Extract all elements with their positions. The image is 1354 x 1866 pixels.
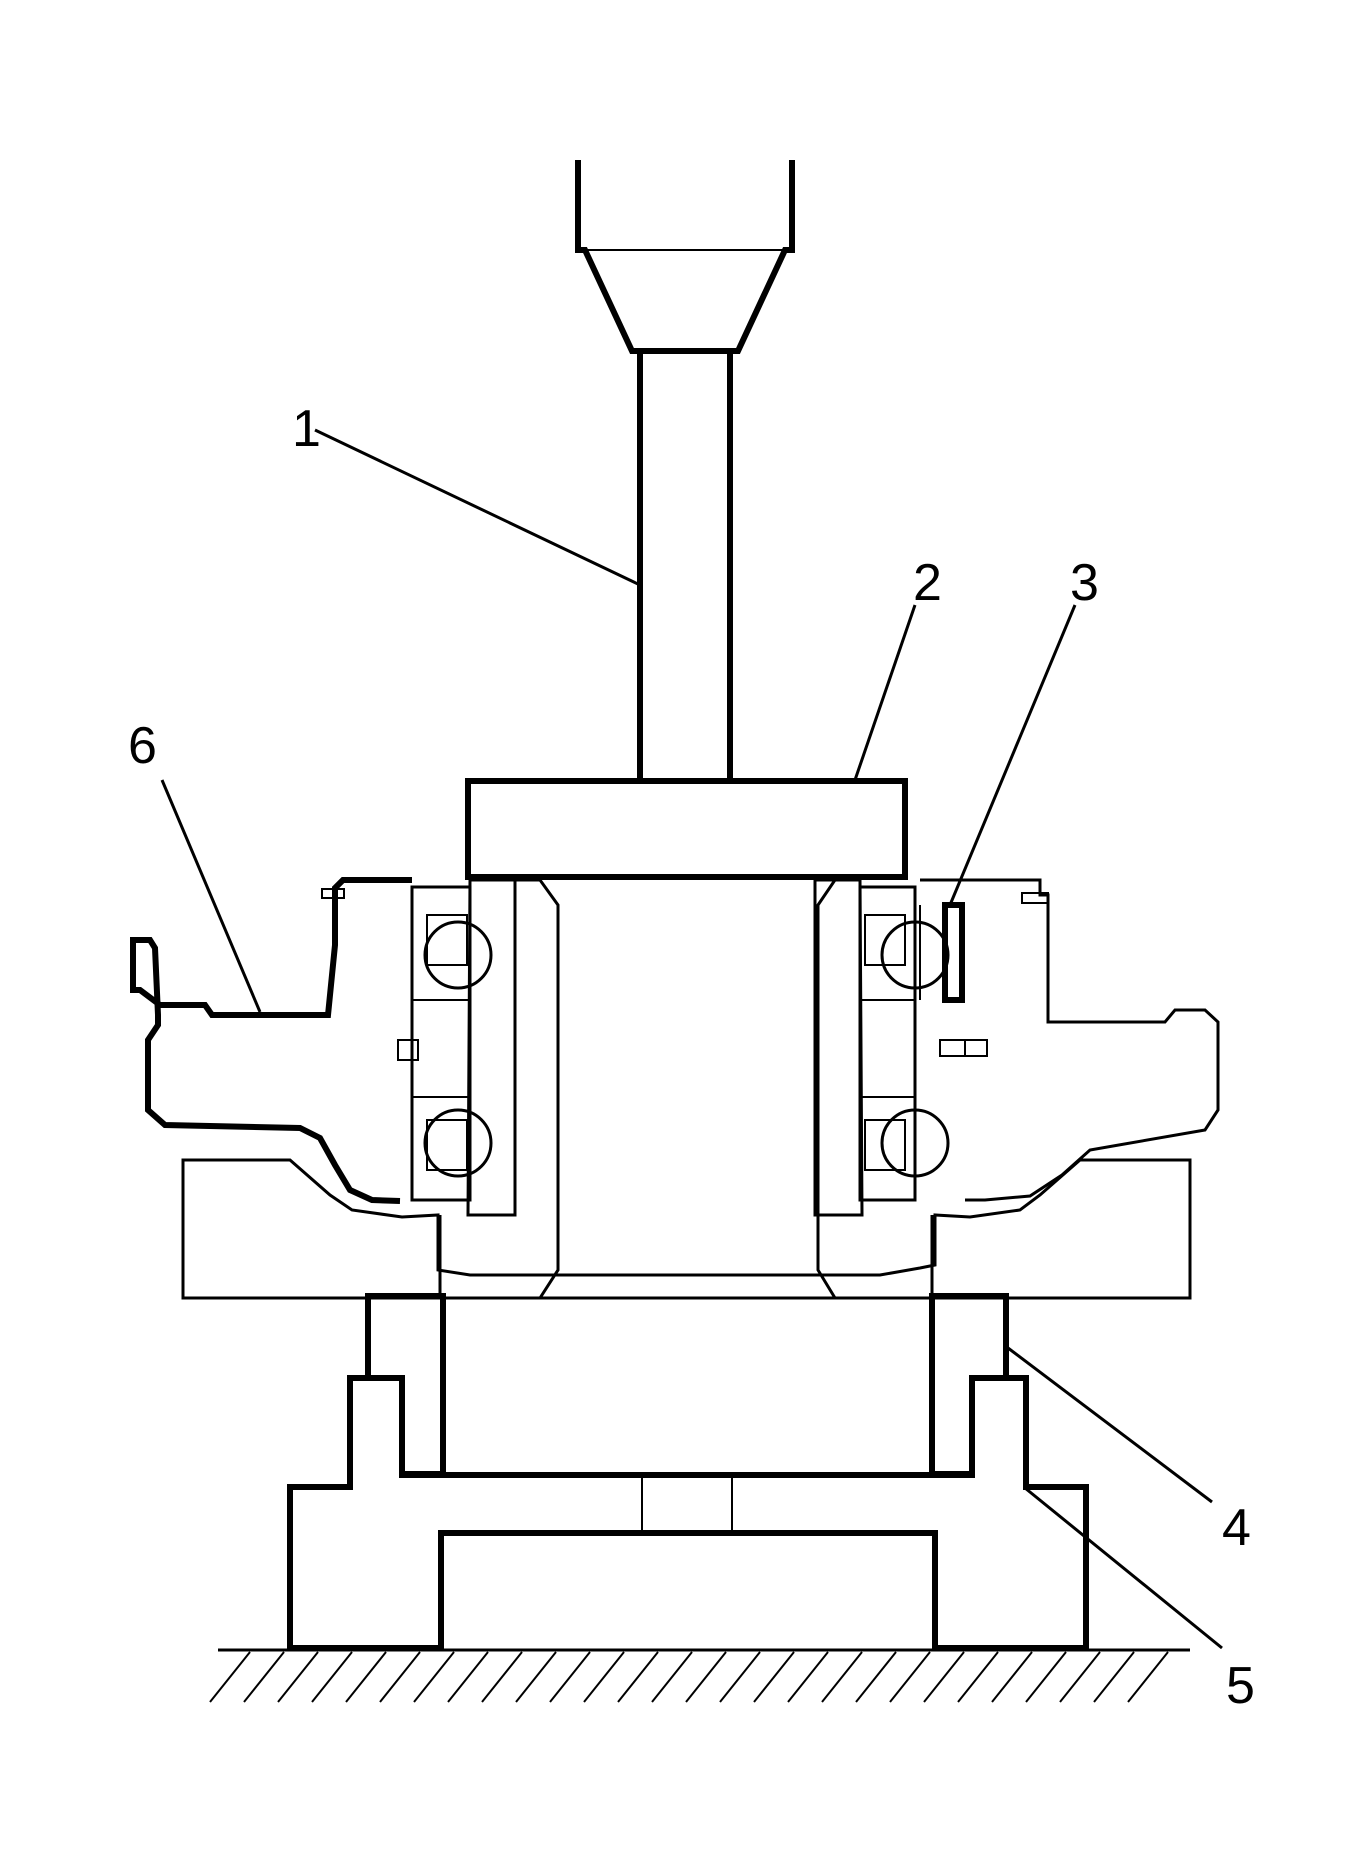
callout-4: 4 bbox=[1222, 1499, 1251, 1557]
hatch-line bbox=[345, 1651, 387, 1703]
leader-line-6 bbox=[160, 779, 262, 1013]
hatch-line bbox=[277, 1651, 319, 1703]
hatch-line bbox=[447, 1651, 489, 1703]
hatch-line bbox=[379, 1651, 421, 1703]
hatch-line bbox=[719, 1651, 761, 1703]
leader-line-5 bbox=[1024, 1486, 1223, 1650]
hatch-line bbox=[1025, 1651, 1067, 1703]
hatch-line bbox=[1127, 1651, 1169, 1703]
callout-1: 1 bbox=[292, 400, 321, 458]
hatch-line bbox=[821, 1651, 863, 1703]
callout-5: 5 bbox=[1226, 1657, 1255, 1715]
hatch-line bbox=[957, 1651, 999, 1703]
hatch-line bbox=[889, 1651, 931, 1703]
leader-line-2 bbox=[853, 604, 917, 781]
snap-ring bbox=[942, 902, 965, 1003]
hatch-line bbox=[651, 1651, 693, 1703]
hatch-line bbox=[855, 1651, 897, 1703]
base-support bbox=[287, 1375, 1089, 1651]
hatch-line bbox=[413, 1651, 455, 1703]
hatch-line bbox=[549, 1651, 591, 1703]
ground-hatch bbox=[209, 1648, 1190, 1703]
hatch-line bbox=[1093, 1651, 1135, 1703]
hub-flange bbox=[130, 877, 412, 1204]
callout-3: 3 bbox=[1070, 554, 1099, 612]
hatch-line bbox=[583, 1651, 625, 1703]
hatch-line bbox=[923, 1651, 965, 1703]
support-sleeve-left bbox=[365, 1293, 446, 1477]
knuckle-housing bbox=[181, 878, 1220, 1300]
callout-2: 2 bbox=[913, 554, 942, 612]
hatch-line bbox=[753, 1651, 795, 1703]
hatch-line bbox=[685, 1651, 727, 1703]
hatch-line bbox=[311, 1651, 353, 1703]
hatch-line bbox=[243, 1651, 285, 1703]
press-ram bbox=[575, 160, 795, 784]
hub-stud bbox=[321, 888, 345, 899]
wheel-bearing bbox=[397, 877, 988, 1300]
hatch-line bbox=[617, 1651, 659, 1703]
hatch-line bbox=[209, 1651, 251, 1703]
leader-line-1 bbox=[314, 428, 641, 587]
support-sleeve-right bbox=[929, 1293, 1009, 1477]
hatch-line bbox=[991, 1651, 1033, 1703]
hatch-line bbox=[481, 1651, 523, 1703]
hatch-line bbox=[787, 1651, 829, 1703]
leader-line-3 bbox=[948, 604, 1077, 906]
leader-line-4 bbox=[1007, 1346, 1213, 1504]
hatch-line bbox=[515, 1651, 557, 1703]
press-plate bbox=[465, 778, 908, 880]
callouts: 1 2 3 4 5 6 bbox=[128, 400, 1255, 1715]
leader-lines bbox=[160, 428, 1223, 1650]
callout-6: 6 bbox=[128, 717, 157, 775]
hatch-line bbox=[1059, 1651, 1101, 1703]
